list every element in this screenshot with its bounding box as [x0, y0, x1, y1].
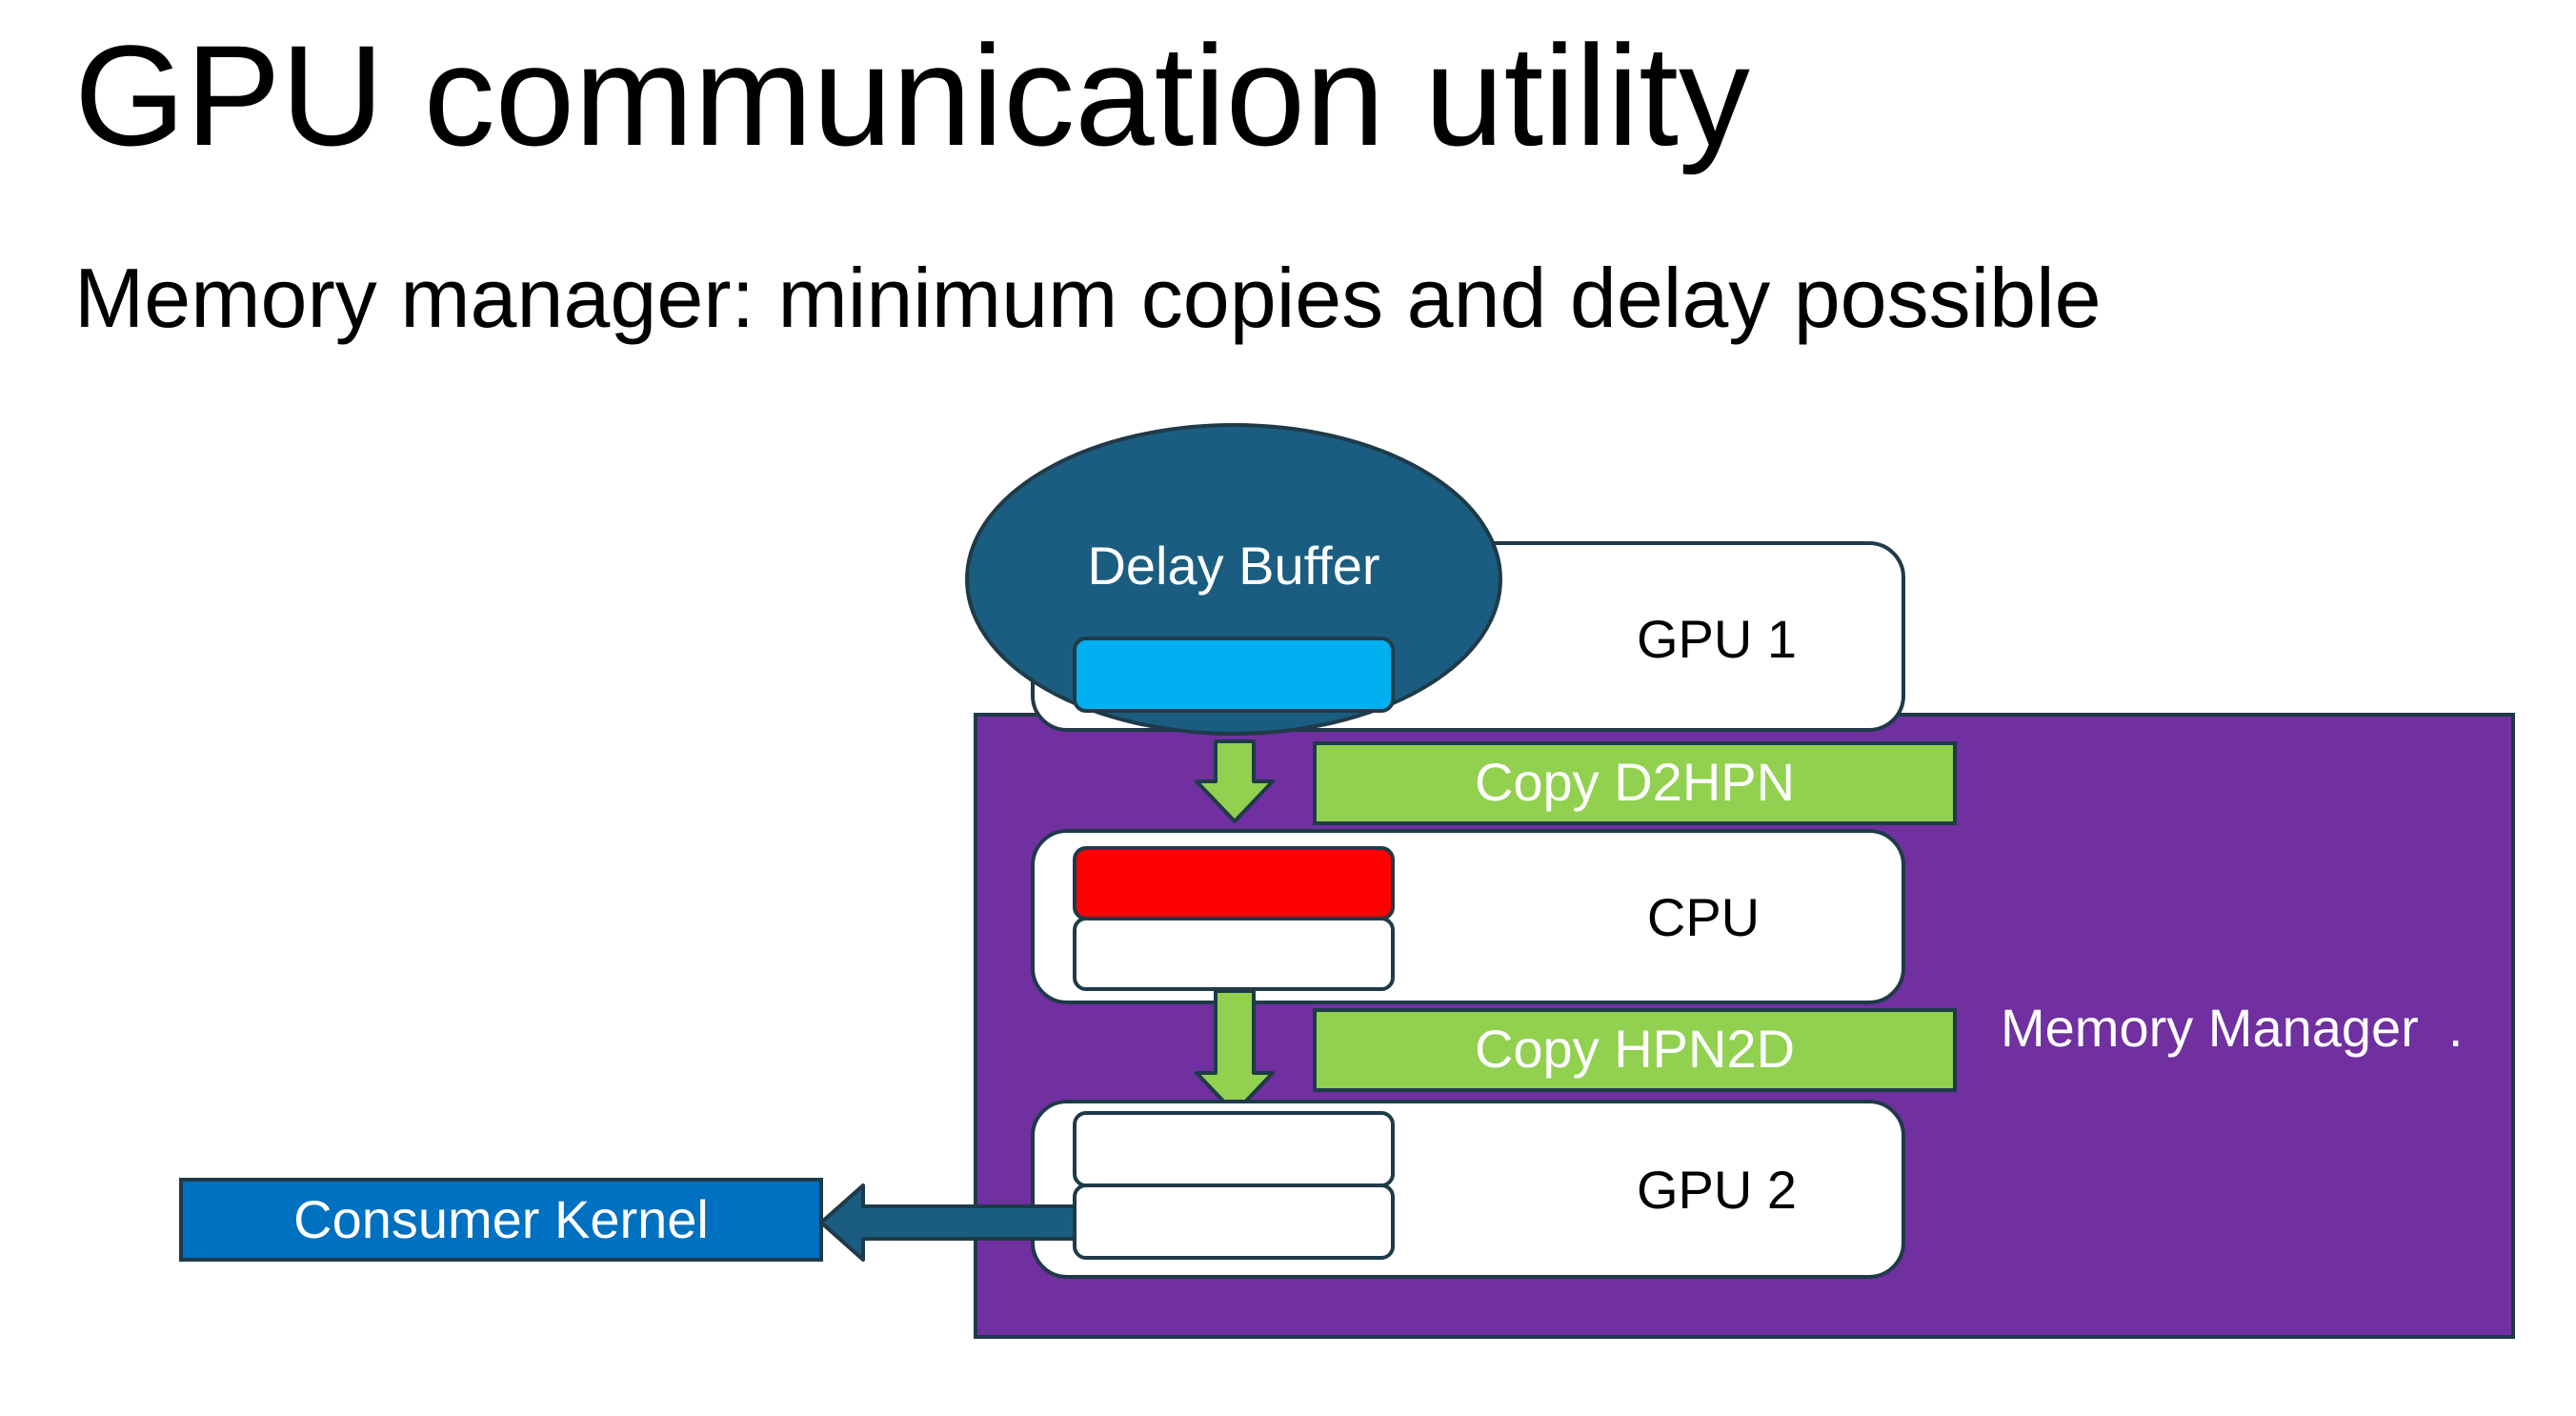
- copy-hpn2d-label: Copy HPN2D: [1475, 1019, 1795, 1079]
- consumer-kernel-label: Consumer Kernel: [293, 1189, 709, 1249]
- copy-d2hpn-box: [1313, 741, 1957, 825]
- gpu1-buffer-block: [1073, 637, 1395, 713]
- gpu2-label: GPU 2: [1637, 1160, 1797, 1220]
- cpu-buffer-empty: [1073, 917, 1395, 991]
- copy-hpn2d-box: [1313, 1008, 1957, 1092]
- page-title: GPU communication utility: [74, 15, 1750, 175]
- gpu2-buffer-top: [1073, 1111, 1395, 1187]
- delay-buffer-label: Delay Buffer: [1087, 536, 1379, 596]
- cpu-label: CPU: [1647, 887, 1760, 947]
- copy-d2hpn-label: Copy D2HPN: [1475, 752, 1795, 812]
- copy-down-arrow-1: [1195, 739, 1275, 823]
- gpu2-buffer-bottom: [1073, 1183, 1395, 1260]
- memory-manager-label: Memory Manager .: [2001, 998, 2464, 1058]
- gpu1-label: GPU 1: [1637, 609, 1797, 669]
- page-subtitle: Memory manager: minimum copies and delay…: [74, 251, 2102, 345]
- cpu-buffer-red: [1073, 846, 1395, 920]
- consumer-kernel-box: [179, 1178, 823, 1262]
- copy-down-arrow-2: [1195, 989, 1275, 1115]
- consume-left-arrow: [819, 1183, 1077, 1262]
